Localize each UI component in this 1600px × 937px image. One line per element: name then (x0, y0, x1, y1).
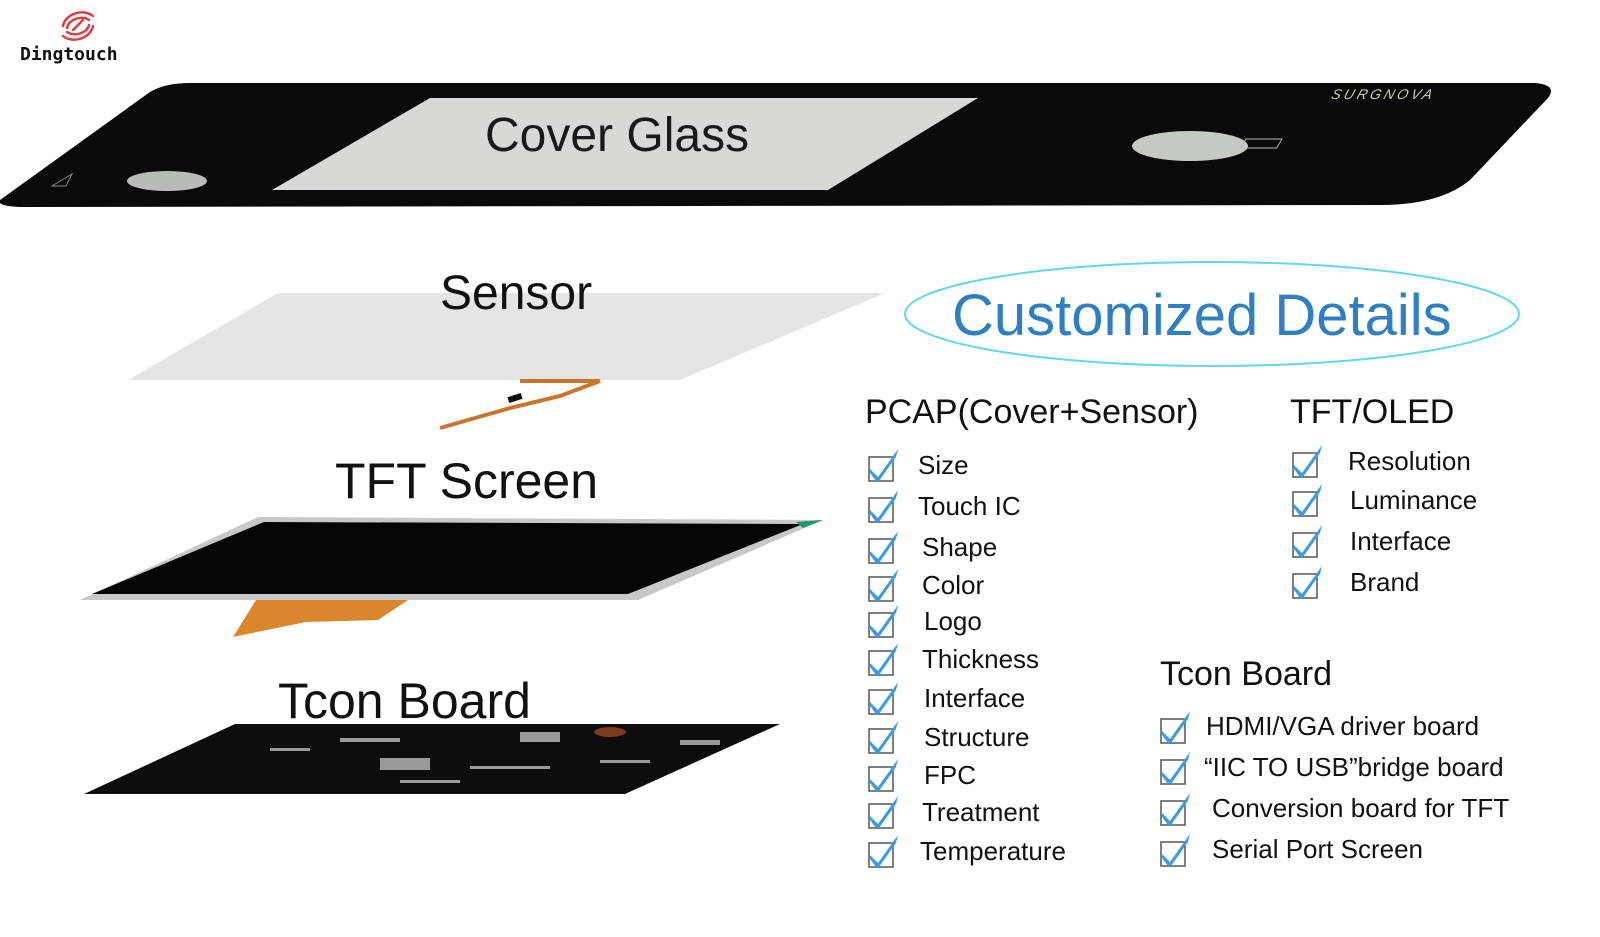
checkbox-checked-icon (1290, 564, 1326, 600)
checkbox-checked-icon (866, 529, 902, 565)
tcon-item-conversion: Conversion board for TFT (1158, 788, 1509, 829)
pcap-heading: PCAP(Cover+Sensor) (865, 393, 1199, 431)
sensor-image (128, 293, 885, 430)
tft-item-interface: Interface (1290, 520, 1477, 562)
tcon-item-iic-usb: “IIC TO USB”bridge board (1158, 747, 1509, 788)
tcon-board-label: Tcon Board (278, 673, 531, 729)
tft-item-luminance: Luminance (1290, 480, 1477, 520)
checkbox-checked-icon (866, 488, 902, 524)
tcon-board-list: HDMI/VGA driver board “IIC TO USB”bridge… (1158, 706, 1509, 870)
cover-glass-label: Cover Glass (485, 109, 750, 162)
sensor-label: Sensor (440, 267, 593, 320)
checkbox-checked-icon (866, 567, 902, 603)
heart-icon (1239, 138, 1283, 149)
checkbox-checked-icon (1158, 709, 1194, 745)
checkbox-checked-icon (1290, 482, 1326, 518)
tft-item-resolution: Resolution (1290, 442, 1477, 480)
title-ellipse (904, 261, 1520, 367)
pcap-item-shape: Shape (866, 527, 1066, 567)
checkbox-checked-icon (866, 794, 902, 830)
pcap-item-interface: Interface (866, 679, 1066, 717)
logo-text: Dingtouch (20, 44, 118, 65)
checkbox-checked-icon (1158, 750, 1194, 786)
checkbox-checked-icon (1290, 443, 1326, 479)
pcap-item-size: Size (866, 445, 1066, 485)
warning-triangle-icon (50, 172, 74, 187)
pcap-item-logo: Logo (866, 603, 1066, 639)
pcap-item-touch-ic: Touch IC (866, 485, 1066, 527)
pcap-item-treatment: Treatment (866, 793, 1066, 831)
pcap-item-thickness: Thickness (866, 639, 1066, 679)
tcon-item-serial-port: Serial Port Screen (1158, 829, 1509, 870)
pcap-item-color: Color (866, 567, 1066, 603)
customized-details-title: Customized Details (952, 283, 1452, 348)
tft-oled-list: Resolution Luminance Interface Brand (1290, 442, 1477, 602)
checkbox-checked-icon (1158, 791, 1194, 827)
checkbox-checked-icon (866, 757, 902, 793)
tft-screen-label: TFT Screen (335, 453, 599, 509)
pcap-item-fpc: FPC (866, 757, 1066, 793)
pcap-list: Size Touch IC Shape Color Logo Thickness… (866, 445, 1066, 871)
tcon-board-image (84, 724, 780, 794)
pcap-item-structure: Structure (866, 717, 1066, 757)
checkbox-checked-icon (866, 833, 902, 869)
checkbox-checked-icon (866, 719, 902, 755)
cover-glass-image (0, 83, 1551, 207)
tft-item-brand: Brand (1290, 562, 1477, 602)
checkbox-checked-icon (866, 447, 902, 483)
tcon-board-heading: Tcon Board (1160, 655, 1332, 693)
tft-oled-heading: TFT/OLED (1290, 393, 1455, 431)
tcon-item-hdmi-vga: HDMI/VGA driver board (1158, 706, 1509, 747)
checkbox-checked-icon (866, 680, 902, 716)
pcap-item-temperature: Temperature (866, 831, 1066, 871)
cover-brand-mark: SURGNOVA (1329, 86, 1438, 102)
tft-screen-image (80, 517, 823, 637)
checkbox-checked-icon (1158, 832, 1194, 868)
checkbox-checked-icon (866, 603, 902, 639)
checkbox-checked-icon (866, 641, 902, 677)
dingtouch-logo-icon (61, 11, 95, 41)
checkbox-checked-icon (1290, 523, 1326, 559)
